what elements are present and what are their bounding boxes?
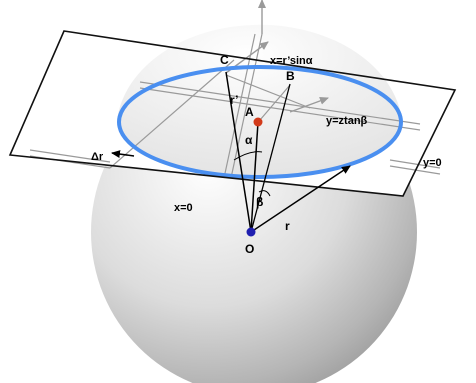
- point-O: [246, 227, 256, 237]
- point-A: [253, 117, 263, 127]
- label-x-eq: x=r’sinα: [270, 55, 313, 67]
- label-C: C: [220, 53, 229, 67]
- axis-line: [250, 121, 259, 233]
- label-y0: y=0: [423, 157, 442, 169]
- label-alpha: α: [245, 133, 253, 147]
- label-y-eq: y=ztanβ: [326, 115, 368, 127]
- plane-outline: [8, 30, 457, 197]
- label-beta: β: [256, 195, 263, 209]
- alpha-arc: [233, 151, 263, 161]
- label-B: B: [286, 69, 295, 83]
- label-x0: x=0: [174, 202, 193, 214]
- label-delta-r: Δr: [91, 151, 104, 163]
- sphere-cap: [117, 24, 402, 177]
- label-A: A: [245, 105, 254, 119]
- r-vector: [250, 165, 351, 233]
- label-r: r: [285, 219, 290, 233]
- beta-line: [250, 83, 291, 233]
- delta-r-arrow: [111, 150, 135, 159]
- beta-arc: [258, 190, 271, 197]
- intersection-ring: [117, 65, 403, 179]
- label-r-prime: r’: [230, 93, 238, 107]
- y-eq-arrow: [289, 97, 329, 113]
- label-O: O: [245, 242, 254, 256]
- r-prime-line: [225, 71, 252, 233]
